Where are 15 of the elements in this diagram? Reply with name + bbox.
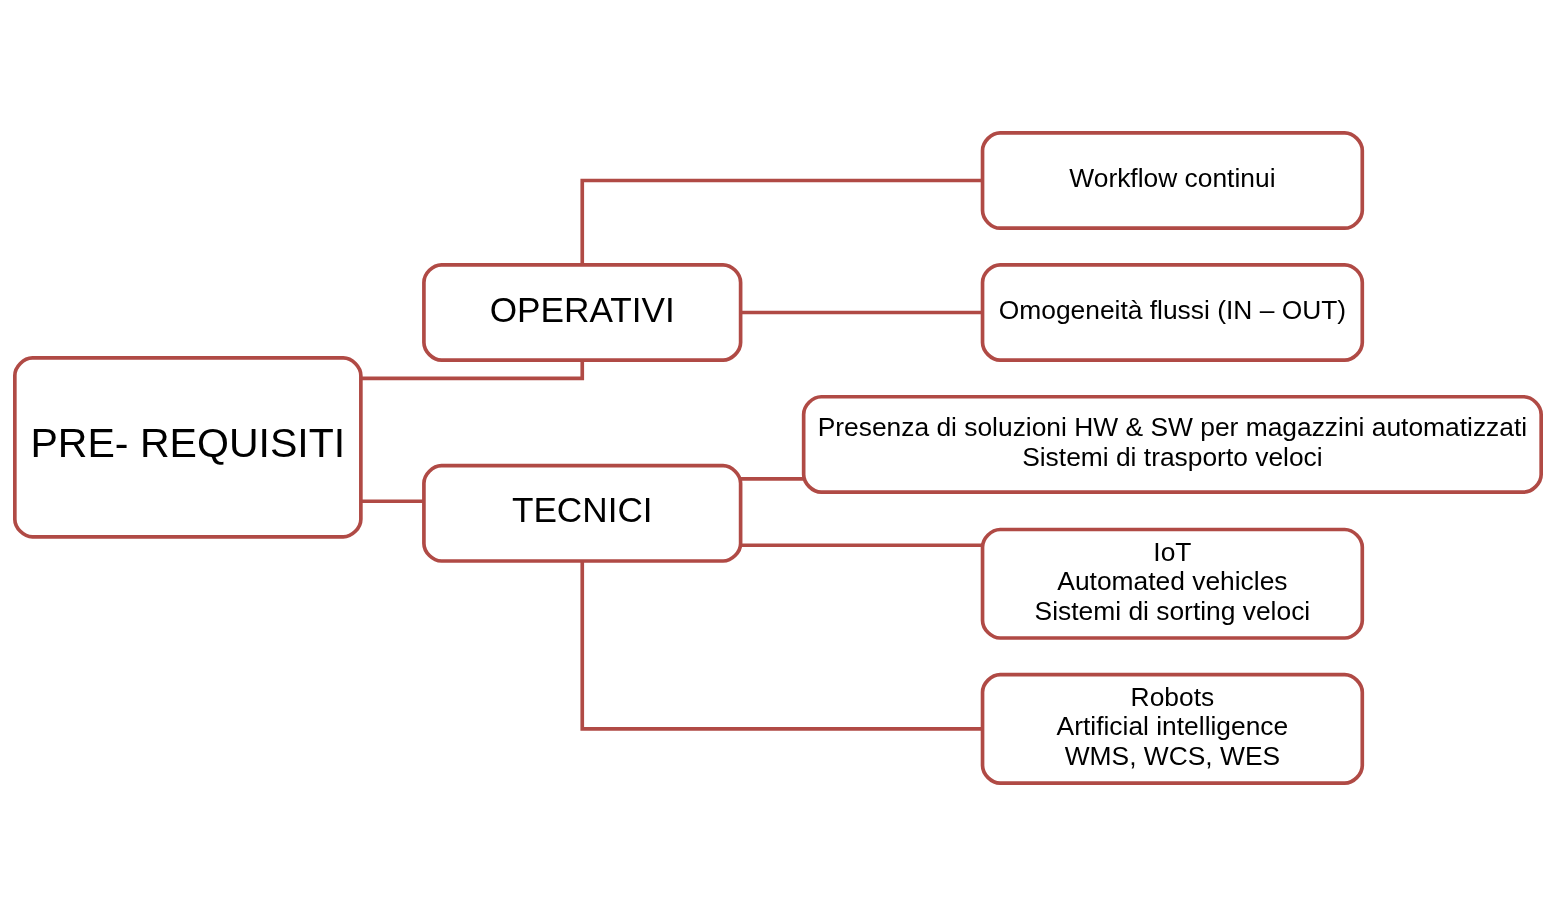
connector	[361, 498, 424, 503]
connector	[740, 476, 804, 481]
connector	[580, 560, 983, 731]
connector	[580, 178, 983, 264]
node-box: TECNICI	[422, 463, 743, 563]
connector	[740, 542, 983, 547]
node-box: OPERATIVI	[422, 262, 743, 362]
node-box: Presenza di soluzioni HW & SW per magazzini automatizzati Sistemi di trasporto veloci	[801, 394, 1543, 494]
node-box: Omogeneità flussi (IN – OUT)	[980, 262, 1365, 362]
node-box: Robots Artificial intelligence WMS, WCS, WES	[980, 672, 1365, 785]
connector	[740, 310, 983, 314]
node-box: Workflow continui	[980, 130, 1365, 230]
node-box: PRE- REQUISITI	[13, 355, 363, 539]
connector	[361, 359, 585, 380]
node-box: IoT Automated vehicles Sistemi di sorting veloci	[980, 527, 1365, 640]
